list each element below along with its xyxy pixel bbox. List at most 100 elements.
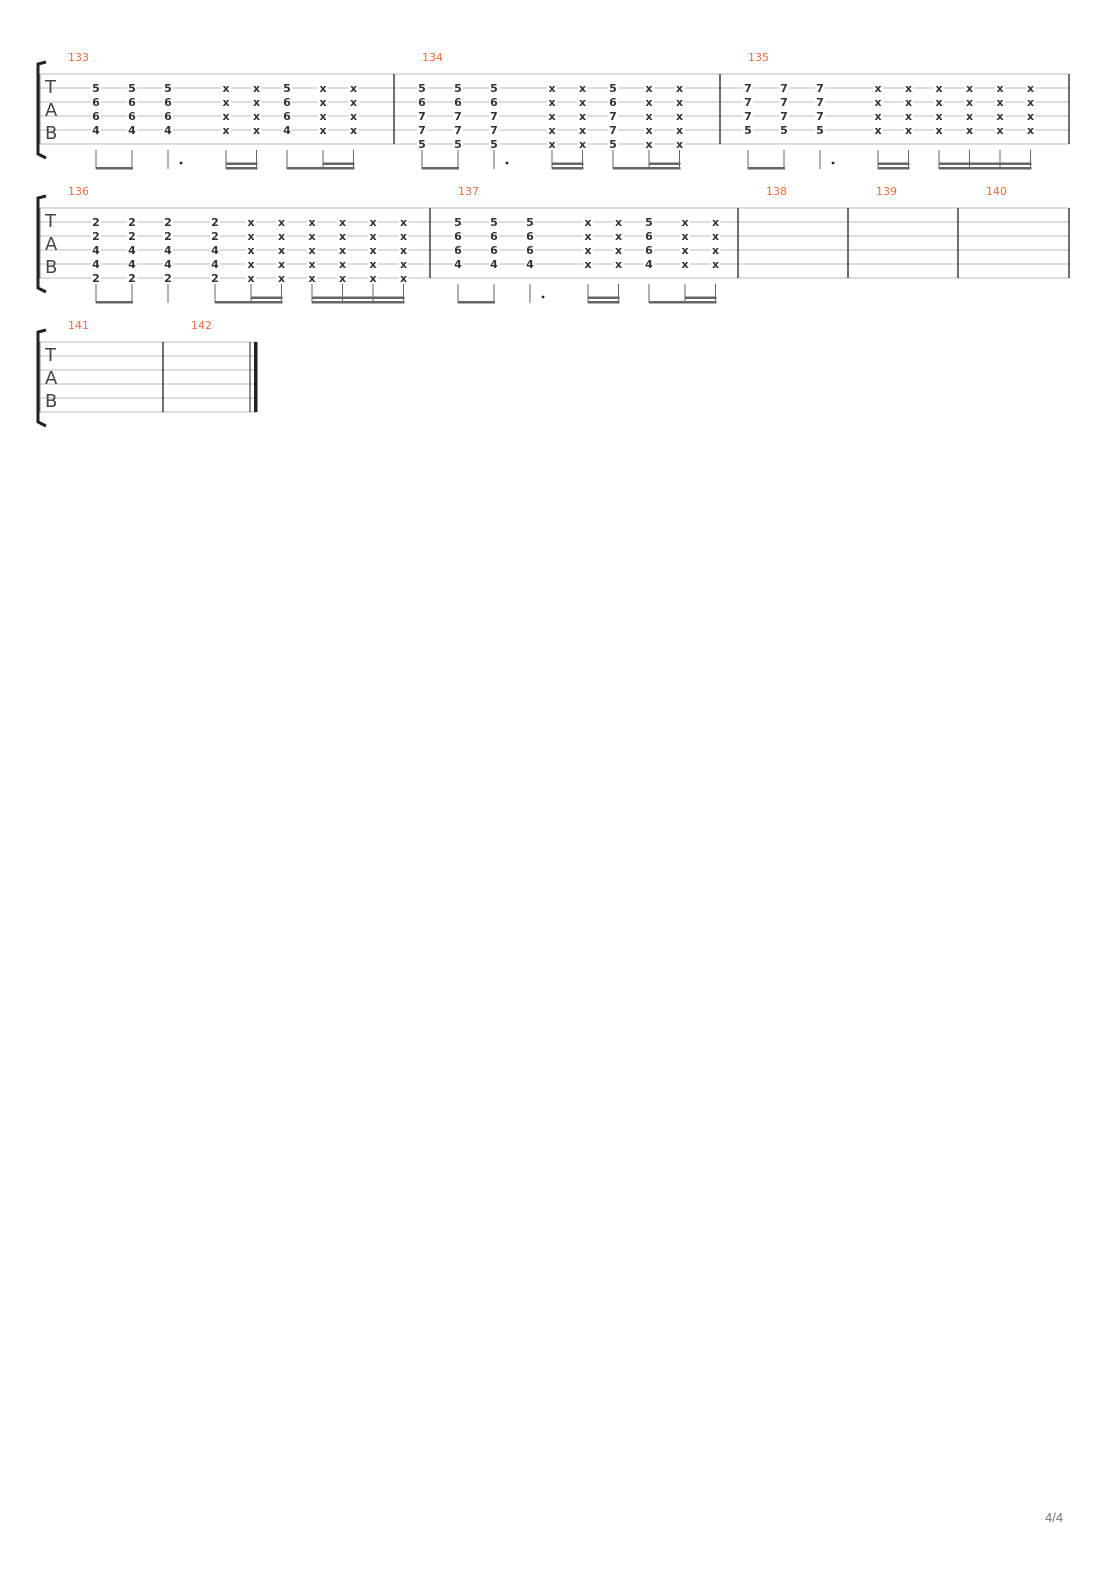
dead-note: x	[278, 272, 285, 285]
dead-note: x	[935, 96, 942, 109]
dead-note: x	[339, 216, 346, 229]
secondary-beam	[251, 296, 283, 299]
system-bracket	[36, 328, 47, 428]
dead-note: x	[996, 96, 1003, 109]
secondary-beam	[969, 162, 1001, 165]
dead-note: x	[278, 216, 285, 229]
fret-number: 5	[164, 82, 172, 95]
fret-number: 7	[816, 96, 824, 109]
dead-note: x	[400, 216, 407, 229]
fret-mask	[934, 125, 944, 134]
fret-mask	[453, 83, 463, 92]
fret-number: 2	[211, 230, 219, 243]
duration-dot	[541, 295, 545, 299]
dead-note: x	[278, 244, 285, 257]
fret-mask	[91, 259, 101, 268]
fret-mask	[398, 217, 409, 226]
fret-number: 4	[211, 258, 219, 271]
fret-number: 7	[780, 82, 788, 95]
dead-note: x	[369, 230, 376, 243]
dead-note: x	[615, 216, 622, 229]
fret-number: 7	[780, 96, 788, 109]
fret-number: 7	[454, 110, 462, 123]
fret-mask	[337, 245, 348, 254]
dead-note: x	[615, 230, 622, 243]
dead-note: x	[308, 230, 315, 243]
fret-mask	[127, 125, 137, 134]
fret-mask	[246, 231, 256, 240]
fret-number: 4	[526, 258, 534, 271]
dead-note: x	[247, 216, 254, 229]
fret-mask	[246, 245, 256, 254]
fret-mask	[644, 125, 654, 134]
fret-mask	[903, 83, 914, 92]
fret-mask	[779, 83, 789, 92]
fret-number: 4	[283, 124, 291, 137]
fret-mask	[995, 111, 1005, 120]
fret-mask	[674, 111, 685, 120]
fret-mask	[127, 231, 137, 240]
fret-mask	[644, 231, 654, 240]
fret-mask	[613, 231, 624, 240]
fret-mask	[815, 97, 825, 106]
fret-mask	[251, 111, 262, 120]
dead-note: x	[308, 216, 315, 229]
measure-number: 138	[766, 185, 787, 198]
fret-number: 5	[454, 138, 462, 151]
measure: 140	[986, 185, 1070, 278]
dead-note: x	[905, 124, 912, 137]
beam	[96, 167, 133, 170]
fret-number: 5	[418, 138, 426, 151]
fret-mask	[337, 259, 348, 268]
tab-clef-letter: B	[45, 391, 57, 412]
secondary-beam	[685, 296, 717, 299]
dead-note: x	[874, 82, 881, 95]
dead-note: x	[1027, 96, 1034, 109]
dead-note: x	[579, 96, 586, 109]
dead-note: x	[966, 110, 973, 123]
fret-mask	[318, 125, 328, 134]
fret-number: 6	[645, 244, 653, 257]
fret-mask	[163, 83, 173, 92]
fret-mask	[674, 125, 685, 134]
secondary-beam	[226, 162, 258, 165]
dead-note: x	[278, 230, 285, 243]
fret-mask	[934, 111, 944, 120]
fret-number: 4	[645, 258, 653, 271]
fret-number: 6	[92, 110, 100, 123]
dead-note: x	[350, 110, 357, 123]
dead-note: x	[247, 272, 254, 285]
dead-note: x	[874, 124, 881, 137]
fret-mask	[163, 97, 173, 106]
dead-note: x	[339, 272, 346, 285]
dead-note: x	[308, 258, 315, 271]
fret-mask	[276, 245, 287, 254]
beam	[748, 167, 785, 170]
dead-note: x	[905, 110, 912, 123]
dead-note: x	[905, 82, 912, 95]
measure-number: 134	[422, 51, 443, 64]
fret-number: 5	[490, 82, 498, 95]
fret-number: 5	[490, 138, 498, 151]
dead-note: x	[579, 82, 586, 95]
measure: 13622442224422244222442xxxxxxxxxxxxxxxxx…	[68, 185, 431, 304]
fret-mask	[91, 111, 101, 120]
fret-mask	[680, 231, 690, 240]
dead-note: x	[400, 258, 407, 271]
beam	[552, 167, 584, 170]
fret-mask	[91, 231, 101, 240]
fret-mask	[307, 231, 317, 240]
dead-note: x	[247, 258, 254, 271]
tab-clef-letter: A	[45, 100, 58, 121]
secondary-beam	[649, 162, 681, 165]
fret-mask	[210, 245, 220, 254]
